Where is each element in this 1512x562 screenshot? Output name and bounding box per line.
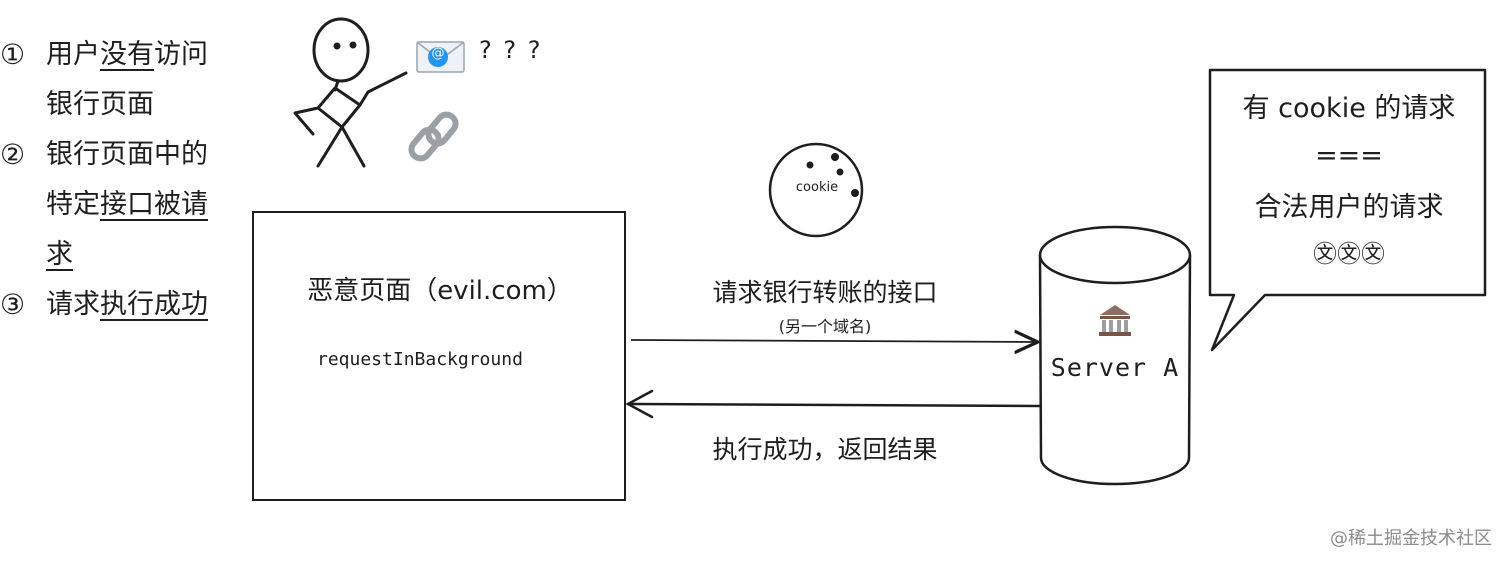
- evil-page-code: requestInBackground: [317, 349, 523, 370]
- step-2-number: ②: [0, 138, 26, 171]
- step-3: ③ 请求执行成功: [0, 280, 231, 330]
- request-arrow-sublabel: (另一个域名): [778, 317, 872, 336]
- server-cylinder: [1038, 225, 1192, 486]
- figure-right-eye: [349, 41, 357, 49]
- bubble-line-2: ===: [1315, 140, 1383, 171]
- email-at-symbol: @: [431, 46, 445, 61]
- speech-bubble: [1208, 68, 1487, 352]
- step-3-text-a: 请求: [46, 289, 100, 320]
- evil-page-box: [252, 211, 626, 501]
- step-2: ② 银行页面中的特定接口被请求: [0, 130, 231, 280]
- step-1: ① 用户没有访问银行页面: [0, 30, 231, 130]
- question-marks: ? ? ?: [479, 36, 543, 64]
- bubble-line-4: ㉆㉆㉆: [1313, 240, 1385, 268]
- link-icon: [408, 111, 459, 162]
- step-3-number: ③: [0, 288, 26, 321]
- request-arrow-label: 请求银行转账的接口: [712, 278, 938, 307]
- evil-page-title: 恶意页面（evil.com）: [307, 276, 573, 306]
- step-2-text-b: 接口被请求: [46, 189, 208, 270]
- watermark: @稀土掘金技术社区: [1330, 528, 1492, 549]
- stick-figure: [293, 17, 408, 168]
- cookie-label: cookie: [795, 180, 839, 195]
- step-1-text-c: 访问银行页面: [46, 39, 208, 120]
- step-1-number: ①: [0, 38, 26, 71]
- response-arrow-label: 执行成功，返回结果: [712, 435, 938, 464]
- email-icon: [416, 41, 465, 73]
- server-label: Server A: [1050, 353, 1180, 382]
- step-1-text-a: 用户: [46, 39, 100, 70]
- step-3-text-b: 执行成功: [100, 289, 208, 320]
- step-2-text-a: 银行页面中的特定: [46, 139, 208, 220]
- bubble-line-1: 有 cookie 的请求: [1242, 93, 1456, 124]
- response-arrow: [625, 389, 1042, 419]
- steps-list: ① 用户没有访问银行页面 ② 银行页面中的特定接口被请求 ③ 请求执行成功: [0, 30, 231, 330]
- figure-left-eye: [333, 42, 341, 50]
- step-1-text-b: 没有: [100, 39, 154, 70]
- bank-icon: [1099, 305, 1131, 336]
- cookie-icon: [768, 142, 864, 238]
- request-arrow: [630, 340, 1036, 342]
- bubble-line-3: 合法用户的请求: [1254, 192, 1444, 223]
